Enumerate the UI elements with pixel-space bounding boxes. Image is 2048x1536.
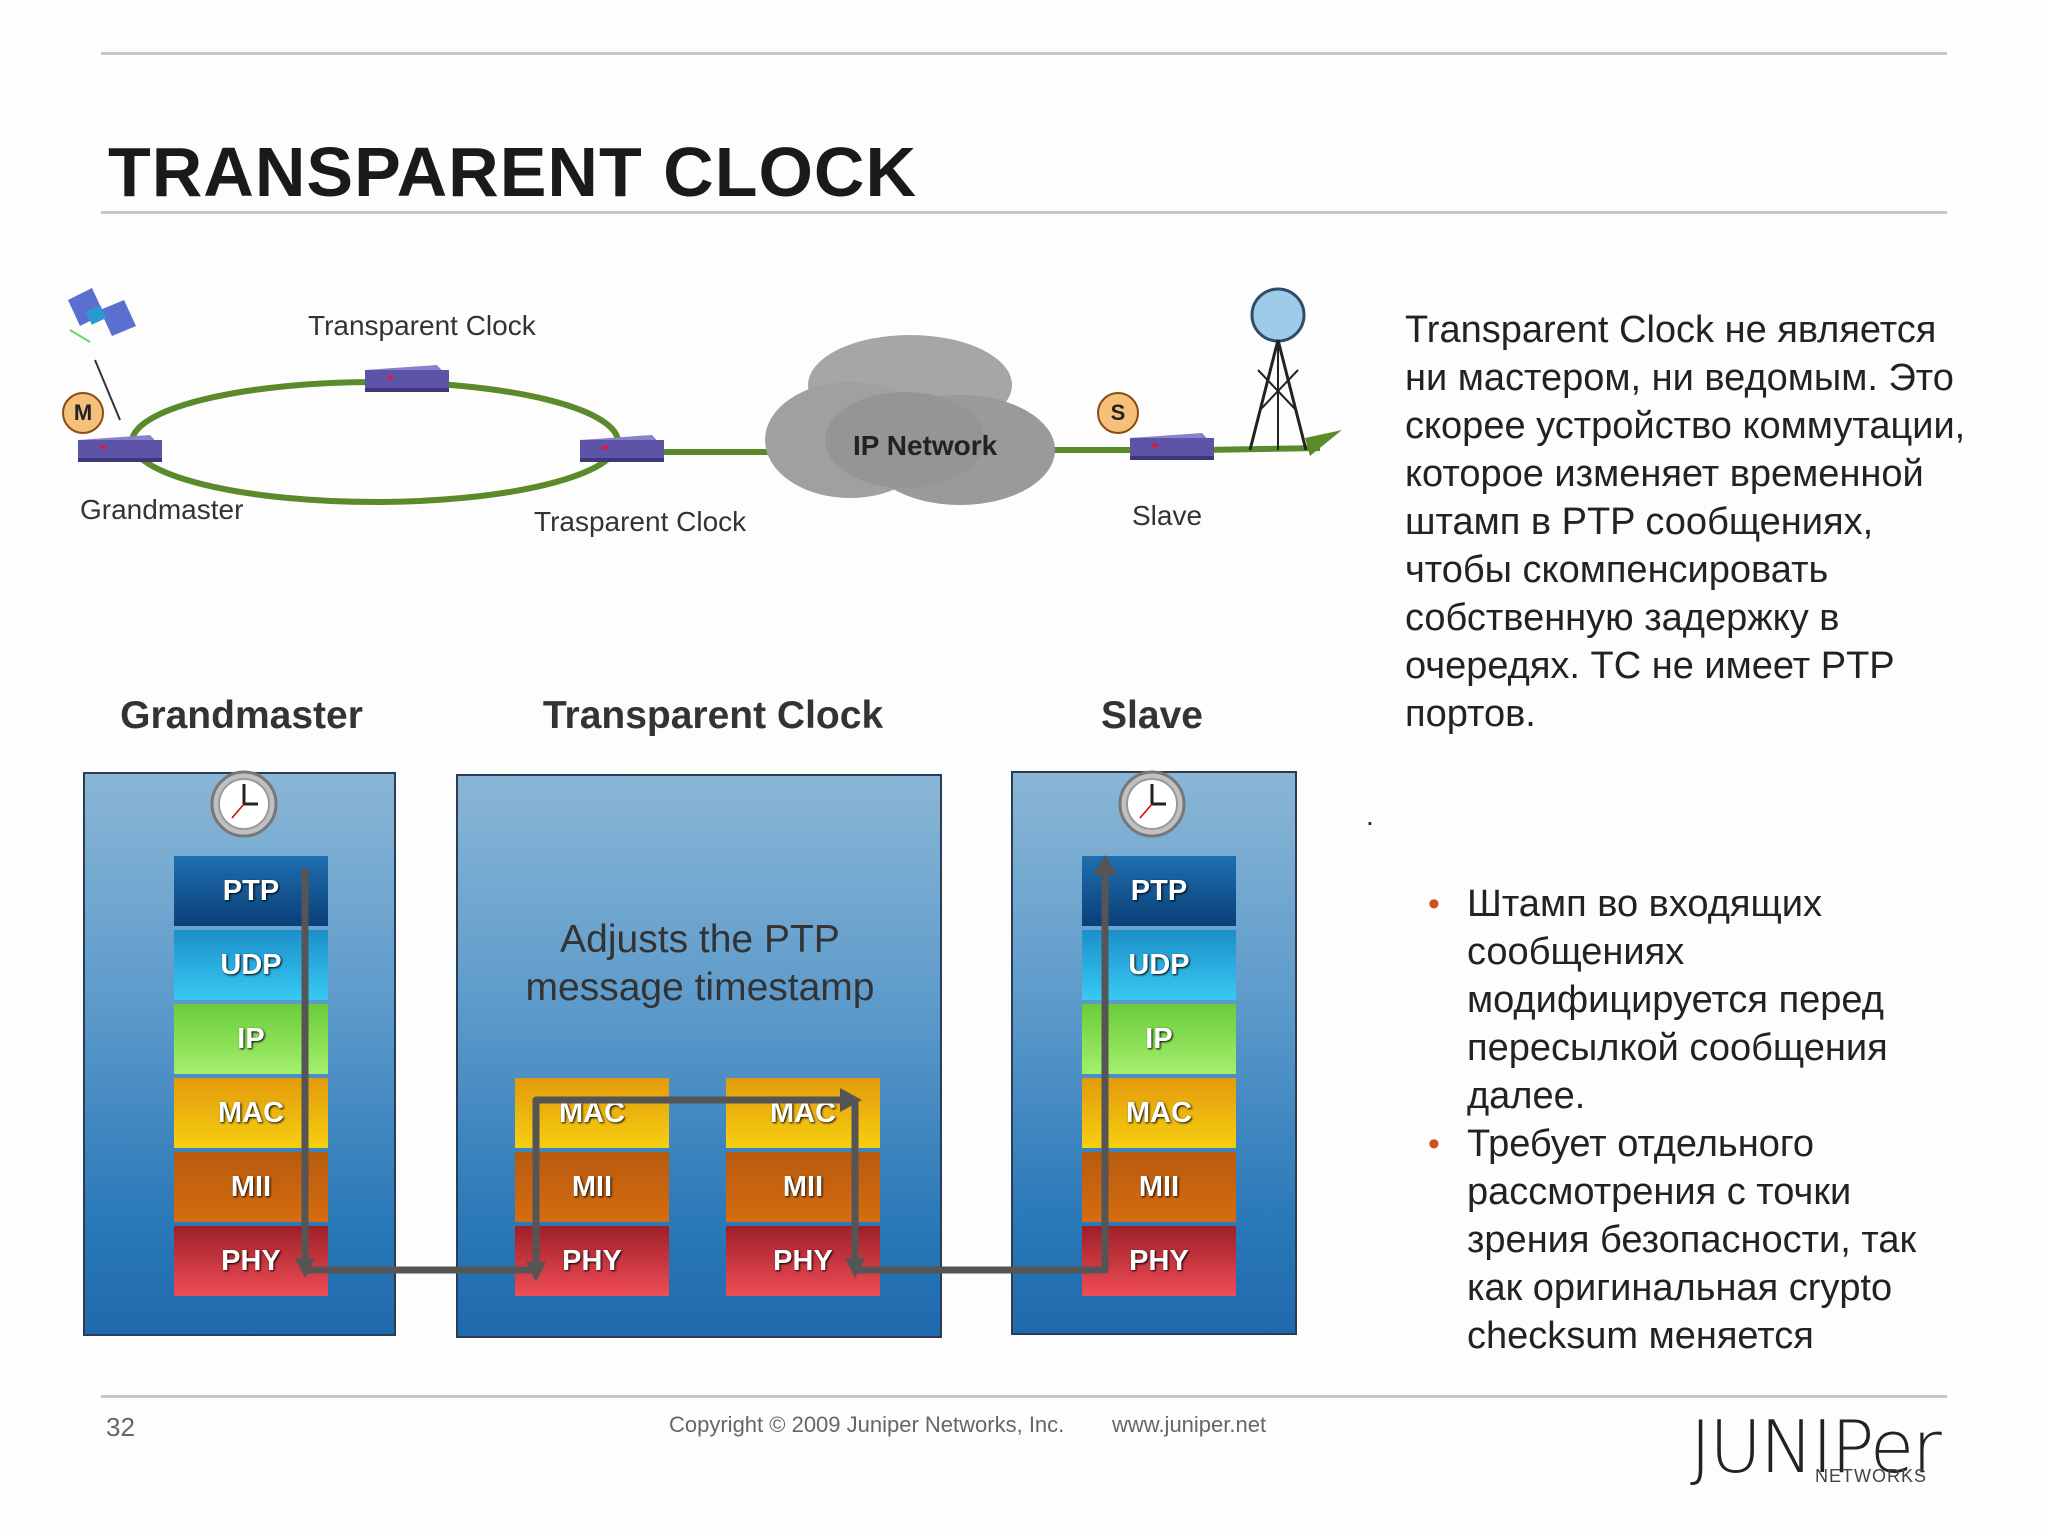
description-paragraph: Transparent Clock не является ни мастеро… <box>1405 309 1966 735</box>
device-transparent-clock-bottom <box>580 435 664 462</box>
link-arrowhead <box>1305 430 1342 456</box>
device-transparent-clock-top <box>365 365 449 392</box>
network-topology <box>68 287 1342 505</box>
tc-left-layer-mii: MII <box>515 1152 669 1222</box>
juniper-logo-subtitle: NETWORKS <box>1815 1466 1928 1486</box>
device-slave <box>1130 433 1214 460</box>
stack-title-transparent-clock: Transparent Clock <box>542 694 884 737</box>
label-ip-network: IP Network <box>853 430 998 461</box>
arrowhead-tc-down <box>845 1258 865 1278</box>
copyright-text: Copyright © 2009 Juniper Networks, Inc. <box>669 1412 1065 1437</box>
bullet-item: • Штамп во входящих сообщениях модифициру… <box>1420 880 1980 1120</box>
bullet-glyph: • <box>1428 885 1440 923</box>
slide-title: TRANSPARENT CLOCK <box>108 133 918 211</box>
label-transparent-clock-top: Transparent Clock <box>308 310 536 341</box>
stack-title-grandmaster: Grandmaster <box>120 694 363 737</box>
tc-left-layer-mac: MAC <box>515 1078 669 1148</box>
arrowhead-gm-down <box>295 1258 315 1278</box>
stack-title-slave: Slave <box>1101 694 1203 737</box>
slave-badge: S <box>1097 392 1139 434</box>
juniper-logo: JUNIPer <box>1690 1405 1942 1489</box>
master-badge: M <box>62 392 104 434</box>
bullet-text: Штамп во входящих сообщениях модифицируе… <box>1467 883 1888 1117</box>
footer-rule <box>101 1395 1947 1398</box>
bullet-item: • Требует отдельного рассмотрения с точки… <box>1420 1120 1980 1360</box>
top-rule <box>101 52 1947 55</box>
label-slave: Slave <box>1132 500 1203 531</box>
satellite-icon <box>68 288 136 421</box>
title-underline <box>101 211 1947 214</box>
clock-icon <box>210 770 278 838</box>
arrowhead-tc-right <box>840 1088 862 1112</box>
path-gm-to-tc <box>301 868 845 1274</box>
device-grandmaster <box>78 435 162 462</box>
clock-icon <box>1118 770 1186 838</box>
arrowhead-slave-up <box>1093 855 1117 875</box>
bullet-glyph: • <box>1428 1125 1440 1163</box>
stray-dot: . <box>1366 800 1374 831</box>
tc-left-layer-phy: PHY <box>515 1226 669 1296</box>
label-grandmaster: Grandmaster <box>80 494 244 525</box>
ip-network-cloud <box>765 335 1055 505</box>
bullet-list: • Штамп во входящих сообщениях модифициру… <box>1420 880 1980 1360</box>
bullet-text: Требует отдельного рассмотрения с точки … <box>1467 1123 1917 1357</box>
path-tc-to-slave <box>851 868 1109 1274</box>
page-number: 32 <box>106 1412 135 1442</box>
adjust-timestamp-text: Adjusts the PTP message timestamp <box>525 918 875 1009</box>
arrowhead-tc-entry <box>526 1262 546 1282</box>
label-transparent-clock-bottom: Trasparent Clock <box>534 506 747 537</box>
footer-url: www.juniper.net <box>1112 1412 1267 1437</box>
link-slave-to-tower <box>1199 445 1321 453</box>
radio-tower-icon <box>1248 287 1308 451</box>
